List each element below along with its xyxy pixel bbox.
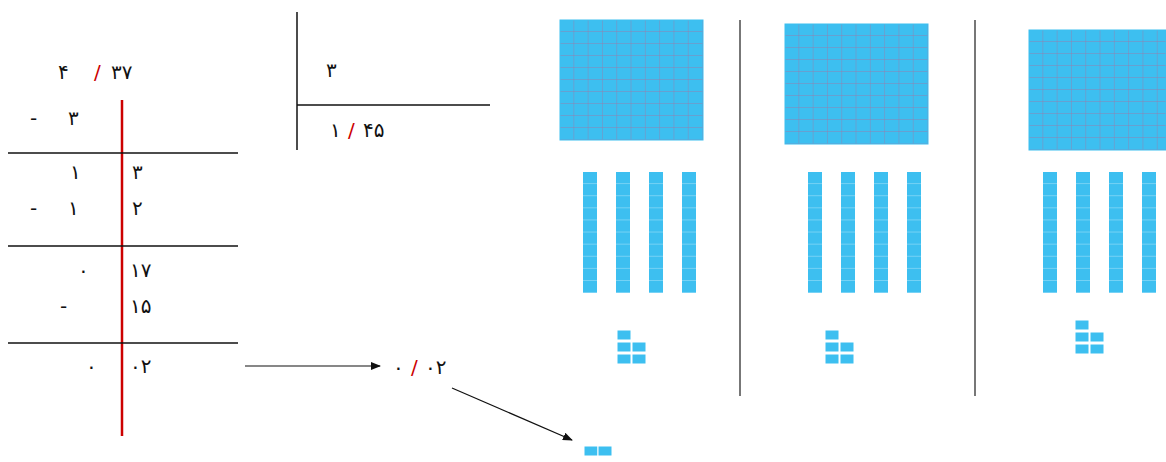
- quotient-digit: ۱: [330, 118, 341, 142]
- unit-cubes: [617, 330, 646, 364]
- ten-rod: [1109, 172, 1123, 293]
- remainder-digit: ۰۲: [130, 354, 151, 378]
- divisor-bracket: [296, 12, 298, 150]
- subtrahend-digit: ۲: [132, 196, 143, 220]
- remainder-digit: ۰: [78, 258, 89, 282]
- unit-cubes: [1075, 320, 1104, 354]
- minus-sign: -: [30, 106, 37, 130]
- decimal-point: /: [94, 60, 101, 84]
- minus-sign: -: [60, 294, 67, 318]
- remainder-digit: ۳: [132, 160, 143, 184]
- subtrahend-digit: ۱: [68, 196, 79, 220]
- ten-rod: [616, 172, 630, 293]
- remainder-value: ۰۲: [425, 355, 446, 379]
- ten-rod: [682, 172, 696, 293]
- dividend-digit: ۳۷: [111, 60, 132, 84]
- ten-rod: [808, 172, 822, 293]
- subtrahend-digit: ۳: [68, 106, 79, 130]
- hundred-flat: [1029, 30, 1166, 150]
- subtraction-line: [8, 245, 238, 247]
- decimal-line: [121, 100, 124, 436]
- ten-rod: [649, 172, 663, 293]
- quotient-digit: ۴۵: [363, 118, 384, 142]
- hundred-flat: [560, 20, 703, 140]
- division-lines: [8, 12, 490, 436]
- decimal-point: /: [348, 118, 355, 142]
- unit-cubes: [825, 330, 854, 364]
- subtrahend-digit: ۱۵: [130, 294, 151, 318]
- remainder-digit: ۱۷: [130, 258, 151, 282]
- ten-rod: [1142, 172, 1156, 293]
- divisor-bracket: [297, 104, 490, 106]
- remainder-cubes: [584, 446, 612, 456]
- ten-rod: [841, 172, 855, 293]
- minus-sign: -: [30, 196, 37, 220]
- pointer-arrow: [452, 388, 572, 440]
- decimal-point: /: [411, 355, 418, 379]
- remainder-digit: ۱: [70, 160, 81, 184]
- pointer-arrow: [245, 365, 380, 366]
- ten-rod: [583, 172, 597, 293]
- ten-rod: [1076, 172, 1090, 293]
- dividend-digit: ۴: [58, 60, 69, 84]
- remainder-value: ۰: [393, 355, 404, 379]
- group-divider: [739, 20, 741, 396]
- divisor: ۳: [326, 58, 337, 82]
- subtraction-line: [8, 152, 238, 154]
- subtraction-line: [8, 342, 238, 344]
- ten-rod: [907, 172, 921, 293]
- remainder-digit: ۰: [86, 354, 97, 378]
- hundred-flat: [785, 24, 928, 144]
- group-divider: [974, 20, 976, 396]
- ten-rod: [874, 172, 888, 293]
- ten-rod: [1043, 172, 1057, 293]
